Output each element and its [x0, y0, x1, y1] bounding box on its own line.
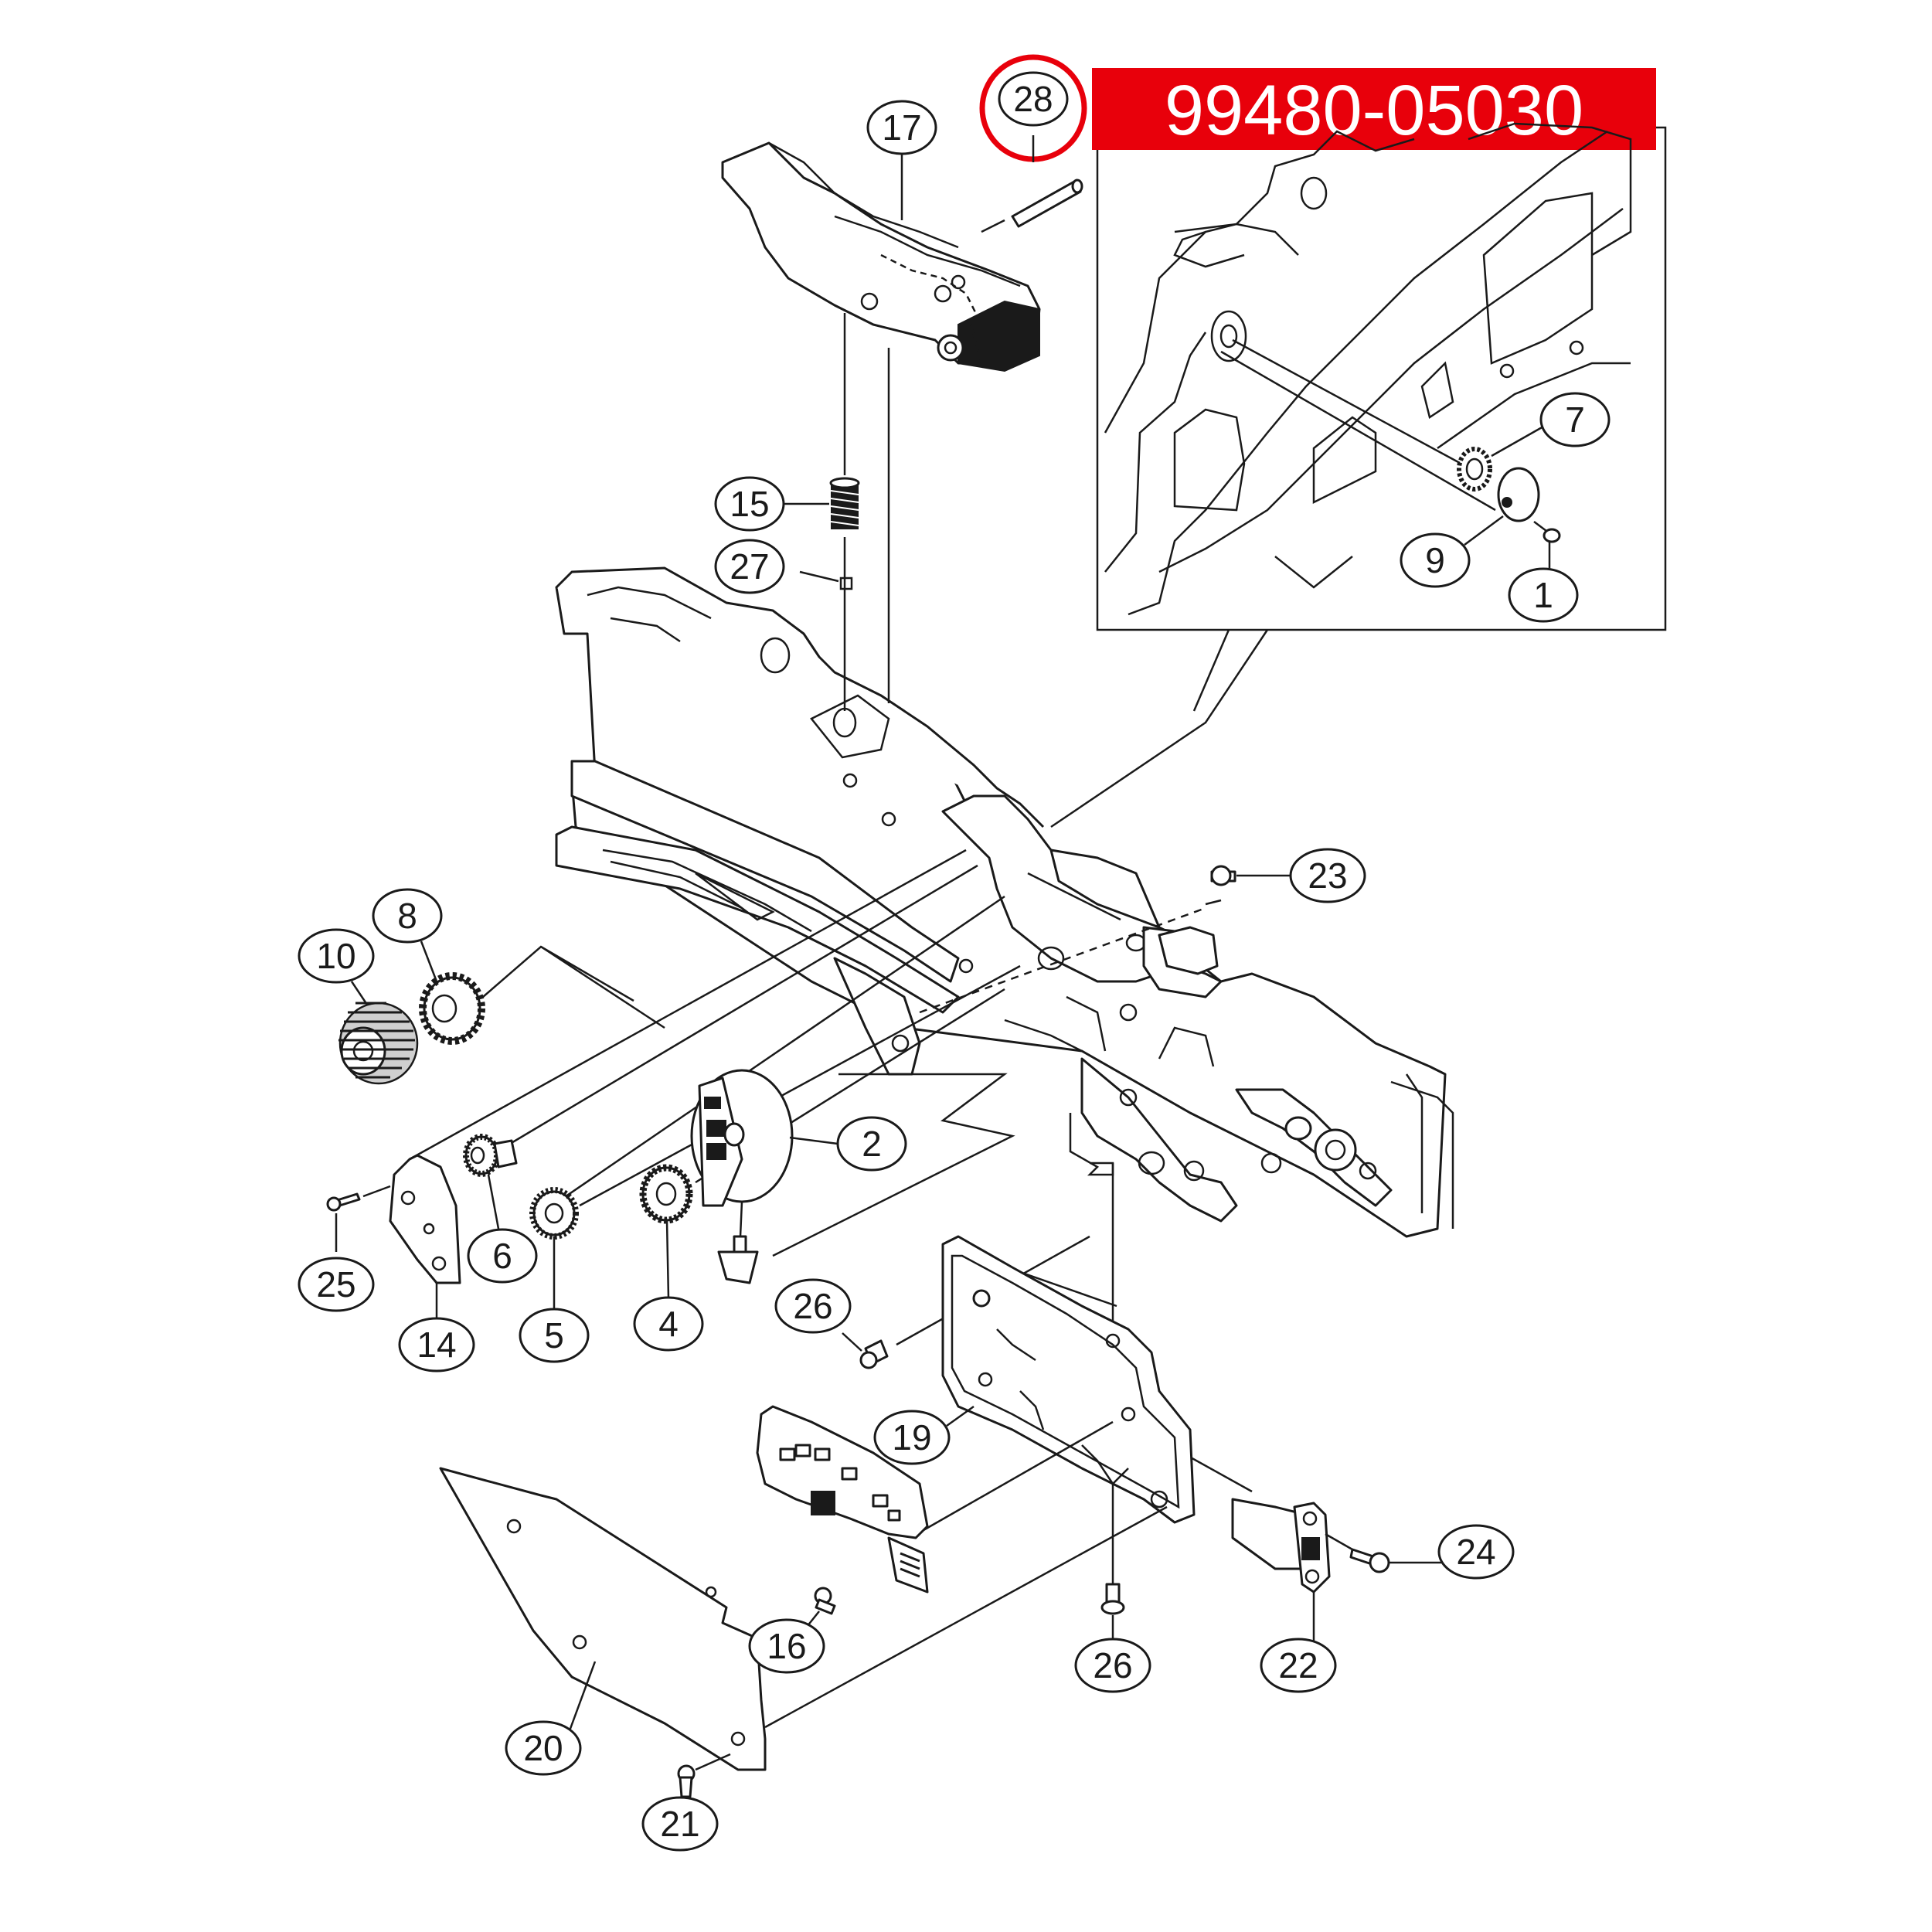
svg-text:26: 26 — [1093, 1645, 1132, 1685]
svg-text:25: 25 — [316, 1264, 355, 1304]
part-number-banner: 99480-05030 — [1092, 68, 1656, 150]
callout-19[interactable]: 19 — [873, 1410, 951, 1465]
svg-text:2: 2 — [862, 1124, 882, 1164]
callout-8[interactable]: 8 — [372, 888, 443, 944]
part-26a-screw — [842, 1332, 889, 1369]
svg-text:22: 22 — [1278, 1645, 1318, 1685]
svg-text:10: 10 — [316, 936, 355, 976]
part-26b-screw — [1100, 1583, 1125, 1638]
callout-28[interactable]: 28 — [998, 71, 1069, 127]
callout-4[interactable]: 4 — [633, 1296, 704, 1352]
callout-1[interactable]: 1 — [1508, 567, 1579, 623]
callout-15[interactable]: 15 — [714, 476, 785, 532]
svg-text:5: 5 — [544, 1315, 564, 1355]
svg-text:8: 8 — [397, 896, 417, 936]
callout-5[interactable]: 5 — [519, 1308, 590, 1363]
part-23-screw — [1210, 865, 1291, 886]
detail-inset — [1050, 122, 1667, 828]
inset-frame-sketch — [1104, 122, 1632, 616]
callout-23[interactable]: 23 — [1289, 848, 1366, 903]
callout-14[interactable]: 14 — [398, 1317, 475, 1372]
callout-2[interactable]: 2 — [836, 1116, 907, 1172]
part-22-connector — [1231, 1498, 1353, 1650]
part-28-pin — [981, 179, 1083, 233]
callout-24[interactable]: 24 — [1437, 1524, 1515, 1580]
svg-text:9: 9 — [1425, 540, 1445, 580]
svg-text:4: 4 — [658, 1304, 679, 1344]
callout-10[interactable]: 10 — [298, 928, 375, 984]
svg-text:24: 24 — [1456, 1532, 1495, 1572]
svg-text:23: 23 — [1308, 855, 1347, 896]
callout-7[interactable]: 7 — [1539, 392, 1611, 447]
callout-25[interactable]: 25 — [298, 1257, 375, 1312]
part-15-spring — [829, 477, 860, 529]
callout-26b[interactable]: 26 — [1074, 1638, 1151, 1693]
part-19-bracket — [941, 1235, 1196, 1524]
callout-16[interactable]: 16 — [748, 1618, 825, 1674]
callout-21[interactable]: 21 — [641, 1796, 719, 1852]
part-number-text: 99480-05030 — [1165, 71, 1583, 150]
part-8-gear-roller — [419, 972, 485, 1045]
part-17-upper-arm — [721, 141, 1041, 372]
svg-text:28: 28 — [1013, 79, 1053, 119]
inset-gear-7 — [1457, 447, 1492, 492]
part-5-gear — [529, 1187, 579, 1240]
part-27-set-screw — [839, 577, 853, 590]
svg-text:16: 16 — [767, 1626, 806, 1666]
part-6-gear — [463, 1134, 518, 1177]
callout-26a[interactable]: 26 — [774, 1278, 852, 1334]
part-4-gear — [639, 1164, 693, 1224]
part-16-pcb — [756, 1405, 1114, 1594]
callout-20[interactable]: 20 — [505, 1720, 582, 1776]
part-25-screw — [326, 1185, 391, 1252]
part-24-screw — [1349, 1548, 1444, 1573]
callout-27[interactable]: 27 — [714, 539, 785, 594]
svg-text:27: 27 — [730, 546, 769, 587]
svg-text:26: 26 — [793, 1286, 832, 1326]
svg-text:14: 14 — [417, 1325, 456, 1365]
callout-22[interactable]: 22 — [1260, 1638, 1337, 1693]
part-10-roller — [338, 1002, 419, 1085]
inset-screw-1 — [1533, 521, 1561, 543]
inset-washer-9 — [1497, 467, 1540, 522]
main-frame — [555, 566, 1454, 1238]
part-14-plate — [389, 1154, 461, 1333]
callout-17[interactable]: 17 — [866, 100, 937, 155]
svg-text:21: 21 — [660, 1804, 699, 1844]
svg-text:17: 17 — [882, 107, 921, 148]
part-21-screw — [677, 1753, 731, 1804]
svg-text:7: 7 — [1565, 400, 1585, 440]
callout-6[interactable]: 6 — [467, 1228, 538, 1284]
svg-text:19: 19 — [892, 1417, 931, 1458]
svg-text:6: 6 — [492, 1236, 512, 1276]
svg-text:1: 1 — [1533, 575, 1553, 615]
part-20-cover-plate — [439, 1467, 1168, 1771]
svg-text:20: 20 — [523, 1728, 563, 1768]
callout-9[interactable]: 9 — [1400, 532, 1471, 588]
svg-text:15: 15 — [730, 484, 769, 524]
part-2-motor — [690, 1069, 794, 1284]
